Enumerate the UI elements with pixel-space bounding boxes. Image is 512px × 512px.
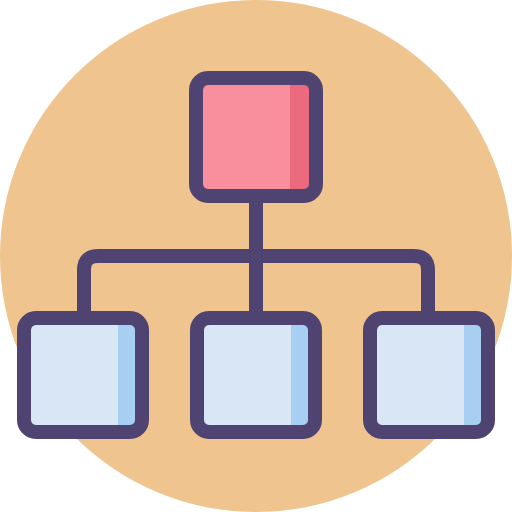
child-node-right xyxy=(363,311,495,439)
root-node-fill xyxy=(196,78,316,196)
root-node xyxy=(189,71,323,203)
connector-left-branch xyxy=(77,249,263,325)
child-node-right-fill xyxy=(370,318,488,432)
child-node-left-fill xyxy=(24,318,142,432)
connector-right-branch xyxy=(249,249,435,325)
child-node-left-outline xyxy=(17,311,149,439)
root-node-outline xyxy=(189,71,323,203)
child-node-middle-outline xyxy=(190,311,322,439)
child-node-middle xyxy=(190,311,322,439)
child-node-middle-fill xyxy=(197,318,315,432)
connector-lines xyxy=(77,189,435,325)
child-node-left xyxy=(17,311,149,439)
child-node-right-outline xyxy=(363,311,495,439)
